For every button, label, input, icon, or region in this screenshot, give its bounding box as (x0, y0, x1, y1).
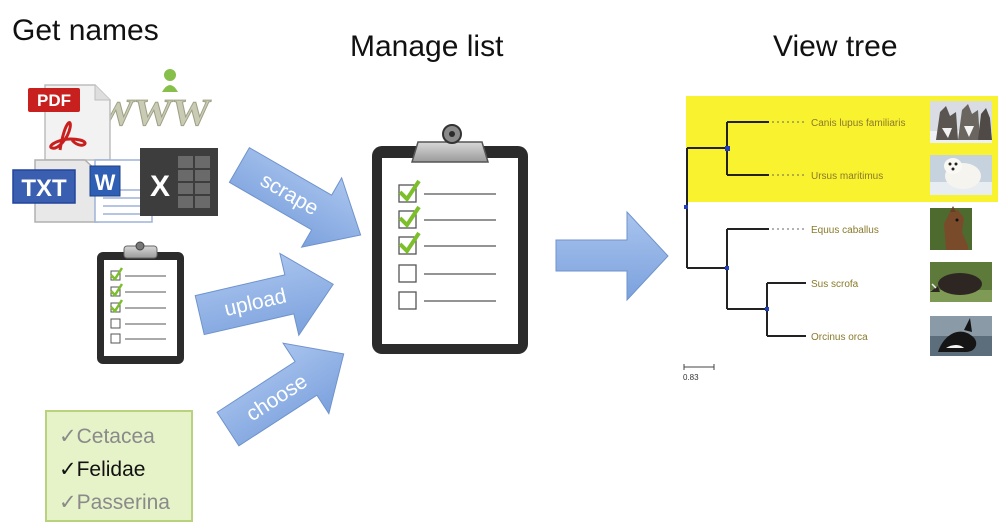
txt-icon: TXT (12, 159, 99, 223)
orca-photo (930, 316, 992, 356)
leaf-label: Equus caballus (811, 225, 879, 236)
leaf-label: Canis lupus familiaris (811, 118, 905, 129)
heading-view-tree: View tree (773, 30, 898, 63)
checkmark-icon (398, 179, 421, 255)
word-icon: W (89, 159, 153, 223)
group-item-felidae[interactable]: ✓Felidae (59, 458, 146, 481)
www-icon: WWW (93, 69, 214, 134)
scrape-arrow: scrape (228, 146, 362, 248)
scale-bar-label: 0.83 (683, 373, 699, 382)
upload-arrow: upload (194, 252, 334, 337)
svg-text:WWW: WWW (93, 92, 213, 134)
heading-manage-list: Manage list (350, 30, 504, 63)
excel-text: X (150, 170, 170, 203)
pdf-text: PDF (37, 91, 71, 110)
leaf-label: Orcinus orca (811, 332, 868, 343)
small-clipboard-icon (97, 241, 184, 364)
clipboard-icon (372, 124, 528, 354)
excel-icon: X (140, 148, 218, 216)
heading-get-names: Get names (12, 14, 159, 47)
group-list: ✓Cetacea ✓Felidae ✓Passerina (45, 410, 193, 522)
to-tree-arrow (555, 210, 669, 302)
choose-arrow: choose (216, 342, 345, 447)
pdf-icon: PDF (28, 84, 111, 161)
txt-text: TXT (21, 175, 67, 202)
boar-photo (930, 262, 992, 302)
leaf-label: Sus scrofa (811, 279, 859, 290)
word-text: W (95, 170, 116, 195)
wolf-photo (930, 101, 992, 143)
www-text: WWW (93, 92, 213, 134)
leaf-label: Ursus maritimus (811, 171, 883, 182)
group-item-passerina[interactable]: ✓Passerina (59, 491, 170, 514)
group-item-cetacea[interactable]: ✓Cetacea (59, 425, 155, 448)
polar-bear-photo (930, 155, 992, 195)
horse-photo (930, 206, 972, 250)
